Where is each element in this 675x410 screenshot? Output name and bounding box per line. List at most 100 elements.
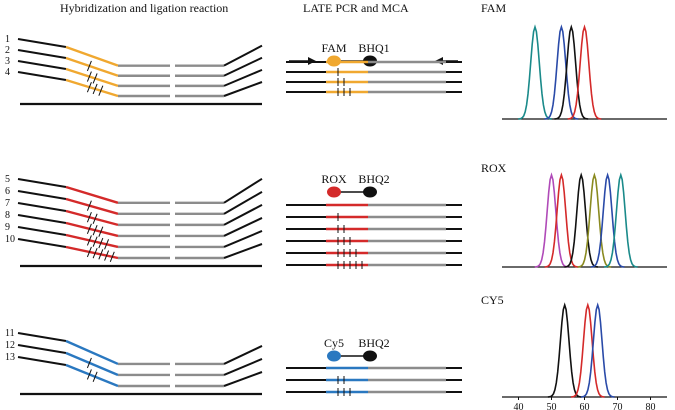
strand-probe-segment xyxy=(65,351,119,377)
strand-right-arm xyxy=(223,177,263,204)
mutation-tick xyxy=(86,369,92,380)
melt-peak-curve xyxy=(547,302,582,398)
strand-left-arm xyxy=(17,71,67,81)
mutation-tick xyxy=(92,213,98,224)
strand-left-arm xyxy=(17,60,67,70)
strand-left-arm xyxy=(17,49,67,59)
mutation-tick xyxy=(92,247,98,259)
strand-left-arm xyxy=(17,356,67,366)
header-cy5-panel: CY5 xyxy=(481,293,504,307)
strand-probe-segment xyxy=(65,185,119,204)
strand-right-arm xyxy=(223,203,263,226)
header-hybridization: Hybridization and ligation reaction xyxy=(60,1,228,15)
melt-peak-curve xyxy=(554,24,589,120)
mutation-tick xyxy=(109,251,115,262)
strand-probe-segment xyxy=(65,45,119,67)
strand-number: 4 xyxy=(5,67,10,78)
fluorophore-dot xyxy=(327,350,341,362)
strand-right-arm xyxy=(223,81,263,97)
header-late-pcr: LATE PCR and MCA xyxy=(303,1,409,15)
quencher-label: BHQ2 xyxy=(358,336,389,350)
mutation-tick xyxy=(92,236,98,247)
strand-left-arm xyxy=(17,226,67,236)
strand-left-arm xyxy=(17,332,67,342)
strand-right-arm xyxy=(223,68,263,87)
strand-number: 5 xyxy=(5,174,10,185)
strand-left-arm xyxy=(17,190,67,200)
mutation-tick xyxy=(86,235,92,246)
melt-axis-tick-label: 40 xyxy=(514,402,524,410)
quencher-label: BHQ1 xyxy=(358,41,389,55)
mutation-tick xyxy=(92,225,98,236)
melt-axis-tick-label: 70 xyxy=(613,402,623,410)
strand-number: 7 xyxy=(5,198,10,209)
strand-number: 6 xyxy=(5,186,10,197)
mutation-tick xyxy=(92,73,98,84)
mutation-tick xyxy=(104,250,110,261)
melt-peak-curve xyxy=(580,302,615,398)
strand-right-arm xyxy=(223,358,263,376)
header-fam-panel: FAM xyxy=(481,1,506,15)
mutation-tick xyxy=(98,249,104,260)
quencher-dot xyxy=(363,350,377,362)
melt-peak-curve xyxy=(590,172,625,268)
strand-number: 3 xyxy=(5,56,10,67)
strand-number: 8 xyxy=(5,210,10,221)
mutation-tick xyxy=(98,85,104,96)
melt-axis-tick-label: 50 xyxy=(547,402,557,410)
melt-peak-curve xyxy=(564,172,599,268)
mutation-tick xyxy=(86,60,92,72)
mutation-tick xyxy=(86,82,92,93)
melt-peak-curve xyxy=(577,172,612,268)
mutation-tick xyxy=(86,246,92,258)
strand-left-arm xyxy=(17,178,67,188)
strand-number: 13 xyxy=(5,352,15,363)
mutation-tick xyxy=(92,371,98,382)
strand-right-arm xyxy=(223,190,263,215)
strand-probe-segment xyxy=(65,339,119,366)
strand-right-arm xyxy=(223,243,263,259)
strand-number: 2 xyxy=(5,45,10,56)
melt-peak-curve xyxy=(570,302,605,398)
mutation-tick xyxy=(86,223,92,234)
quencher-label: BHQ2 xyxy=(358,172,389,186)
mutation-tick xyxy=(86,357,92,369)
strand-probe-segment xyxy=(65,245,119,260)
strand-left-arm xyxy=(17,38,67,48)
fluorophore-label: Cy5 xyxy=(324,336,344,350)
header-rox-panel: ROX xyxy=(481,161,507,175)
mutation-tick xyxy=(98,237,104,249)
strand-probe-segment xyxy=(65,67,119,88)
strand-number: 11 xyxy=(5,328,15,339)
strand-probe-segment xyxy=(65,233,119,249)
melt-peak-curve xyxy=(567,24,602,120)
melt-peak-curve xyxy=(534,172,569,268)
strand-right-arm xyxy=(223,217,263,237)
strand-right-arm xyxy=(223,44,263,67)
melt-peak-curve xyxy=(544,172,579,268)
strand-probe-segment xyxy=(65,56,119,77)
strand-probe-segment xyxy=(65,363,119,388)
strand-number: 12 xyxy=(5,340,15,351)
mutation-tick xyxy=(86,200,92,211)
fluorophore-label: FAM xyxy=(321,41,346,55)
strand-probe-segment xyxy=(65,221,119,238)
melt-peak-curve xyxy=(518,24,552,120)
strand-probe-segment xyxy=(65,78,119,98)
strand-number: 10 xyxy=(5,234,15,245)
strand-right-arm xyxy=(223,56,263,77)
strand-number: 9 xyxy=(5,222,10,233)
mutation-tick xyxy=(92,83,98,95)
strand-probe-segment xyxy=(65,197,119,215)
strand-left-arm xyxy=(17,344,67,354)
mutation-tick xyxy=(86,212,92,223)
mutation-tick xyxy=(98,226,104,237)
melt-axis-tick-label: 80 xyxy=(646,402,656,410)
strand-right-arm xyxy=(223,371,263,387)
fluorophore-label: ROX xyxy=(321,172,347,186)
strand-probe-segment xyxy=(65,209,119,227)
strand-right-arm xyxy=(223,345,263,365)
mutation-tick xyxy=(104,239,110,250)
